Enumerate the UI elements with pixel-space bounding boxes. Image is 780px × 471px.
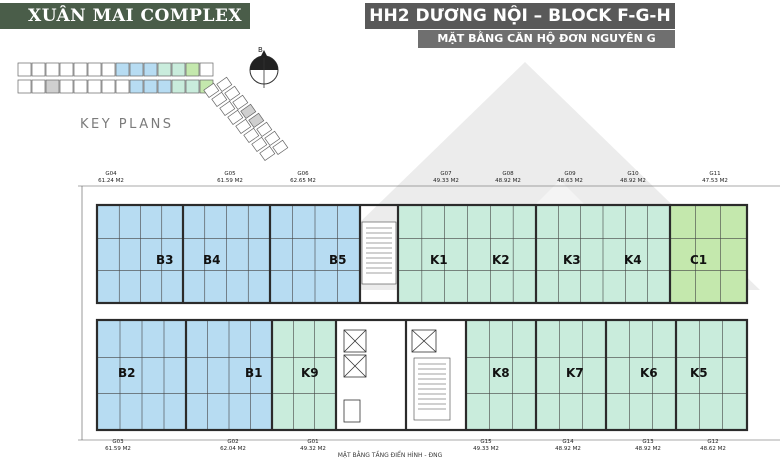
apartment-type-label: K6 (640, 366, 658, 380)
unit-zone (399, 206, 670, 303)
key-plan-cell (129, 62, 144, 77)
key-plan-cell (59, 62, 74, 77)
key-plan-cell (73, 79, 88, 94)
key-plan-cell (87, 62, 102, 77)
key-plan-cell (232, 94, 249, 111)
key-plan-cell (45, 79, 60, 94)
key-plan-cell (240, 103, 257, 120)
compass-icon: B (249, 46, 279, 88)
apartment-type-label: K8 (492, 366, 510, 380)
key-plan-cell (157, 79, 172, 94)
apartment-type-label: K1 (430, 253, 448, 267)
key-plan-cell (185, 79, 200, 94)
key-plan (17, 62, 289, 162)
key-plan-cell (259, 145, 276, 162)
key-plan-cell (219, 100, 236, 117)
unit-zone (98, 206, 360, 303)
structural-walls (95, 203, 749, 432)
key-plan-cell (216, 76, 233, 93)
key-plan-cell (171, 79, 186, 94)
key-plan-cell (17, 62, 32, 77)
unit-zone (272, 321, 336, 430)
key-plan-cell (227, 109, 244, 126)
key-plan-cell (203, 82, 220, 99)
key-plan-cell (59, 79, 74, 94)
key-plan-cell (31, 62, 46, 77)
key-plan-cell (243, 127, 260, 144)
apartment-type-label: B1 (245, 366, 263, 380)
key-plan-cell (129, 79, 144, 94)
brand-banner: XUÂN MAI COMPLEX (0, 3, 250, 29)
unit-zone (670, 206, 746, 303)
plan-caption: MẶT BẰNG TẦNG ĐIỂN HÌNH - ĐNG (337, 452, 443, 459)
key-plan-cell (115, 79, 130, 94)
key-plan-cell (211, 91, 228, 108)
page-title: HH2 DƯƠNG NỘI – BLOCK F-G-H (365, 3, 675, 29)
key-plan-cell (264, 130, 281, 147)
apartment-type-label: K4 (624, 253, 642, 267)
key-plan-cell (143, 79, 158, 94)
stair-core-top (361, 221, 397, 285)
key-plan-cell (256, 121, 273, 138)
dimension-lines (78, 185, 780, 441)
apartment-type-label: K9 (301, 366, 319, 380)
apartment-type-label: K5 (690, 366, 708, 380)
apartment-type-label: K7 (566, 366, 584, 380)
key-plans-label: KEY PLANS (80, 117, 174, 132)
apartment-type-label: B4 (203, 253, 221, 267)
key-plan-cell (31, 79, 46, 94)
key-plan-cell (45, 62, 60, 77)
key-plan-cell (235, 118, 252, 135)
key-plan-cell (199, 62, 214, 77)
apartment-type-label: C1 (690, 253, 708, 267)
page-subtitle: MẶT BẰNG CĂN HỘ ĐƠN NGUYÊN G (418, 30, 675, 48)
key-plan-cell (248, 112, 265, 129)
key-plan-cell (101, 79, 116, 94)
key-plan-cell (101, 62, 116, 77)
apartment-type-label: B5 (329, 253, 347, 267)
key-plan-cell (171, 62, 186, 77)
stair-core-bottom (413, 357, 451, 421)
key-plan-cell (224, 85, 241, 102)
key-plan-cell (17, 79, 32, 94)
key-plan-cell (143, 62, 158, 77)
key-plan-cell (73, 62, 88, 77)
key-plan-cell (115, 62, 130, 77)
elevator-core (343, 329, 437, 423)
key-plan-cell (87, 79, 102, 94)
key-plan-cell (185, 62, 200, 77)
key-plan-cell (157, 62, 172, 77)
apartment-type-label: B3 (156, 253, 174, 267)
apartment-type-label: B2 (118, 366, 136, 380)
apartment-type-label: K3 (563, 253, 581, 267)
apartment-type-label: K2 (492, 253, 510, 267)
key-plan-cell (272, 139, 289, 156)
key-plan-cell (251, 136, 268, 153)
svg-text:B: B (258, 46, 263, 54)
